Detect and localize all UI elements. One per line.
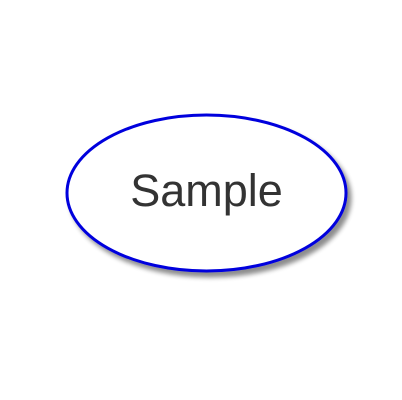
diagram-node[interactable]: Sample: [65, 113, 348, 273]
node-label: Sample: [130, 165, 283, 216]
node-ellipse[interactable]: [65, 113, 348, 273]
